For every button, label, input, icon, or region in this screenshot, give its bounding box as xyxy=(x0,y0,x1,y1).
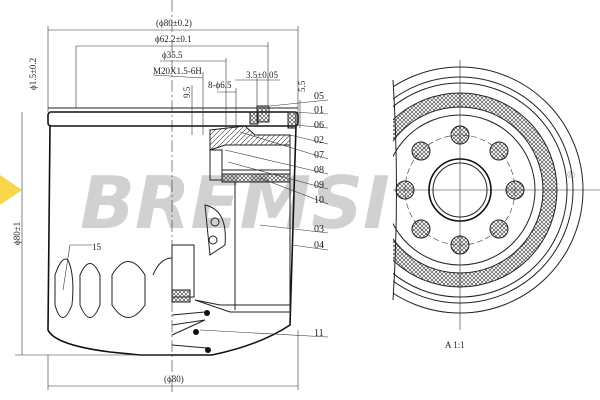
dim-thread: M20X1.5-6H xyxy=(153,66,202,76)
view-label: A 1:1 xyxy=(445,340,465,350)
dim-height: ϕ80±1 xyxy=(12,222,22,245)
dim-thread-depth: 9.5 xyxy=(182,86,192,98)
dim-gasket-height: 5.5 xyxy=(297,80,307,92)
label-10: 10 xyxy=(314,195,324,206)
label-04: 04 xyxy=(314,240,324,251)
label-08: 08 xyxy=(314,165,324,176)
watermark-arrow-icon xyxy=(0,175,22,205)
top-view-a xyxy=(393,60,600,330)
label-03: 03 xyxy=(314,224,324,235)
dim-outer-diameter-top: (ϕ80±0.2) xyxy=(156,18,192,28)
callout-15: 15 xyxy=(92,242,102,252)
dim-plate-thickness: ϕ1.5±0.2 xyxy=(28,58,38,90)
label-06: 06 xyxy=(314,120,324,131)
label-11: 11 xyxy=(314,328,324,339)
dim-outer-diameter-bottom: (ϕ80) xyxy=(164,374,184,384)
dim-holes: 8-ϕ6.5 xyxy=(208,80,232,90)
section-view: 15 (ϕ80±0.2) ϕ62.2±0.1 ϕ35.5 M20X1.5-6H … xyxy=(12,0,329,395)
label-05: 05 xyxy=(314,91,324,102)
part-labels: 05 01 06 02 07 08 09 10 03 04 11 xyxy=(199,91,329,339)
dim-gasket-width: 3.5±0.05 xyxy=(246,70,278,80)
label-09: 09 xyxy=(314,180,324,191)
dim-inner-diameter: ϕ35.5 xyxy=(162,50,183,60)
registered-mark: ® xyxy=(566,170,576,181)
label-07: 07 xyxy=(314,150,324,161)
label-02: 02 xyxy=(314,135,324,146)
dim-gasket-diameter: ϕ62.2±0.1 xyxy=(155,34,192,44)
label-01: 01 xyxy=(314,105,324,116)
